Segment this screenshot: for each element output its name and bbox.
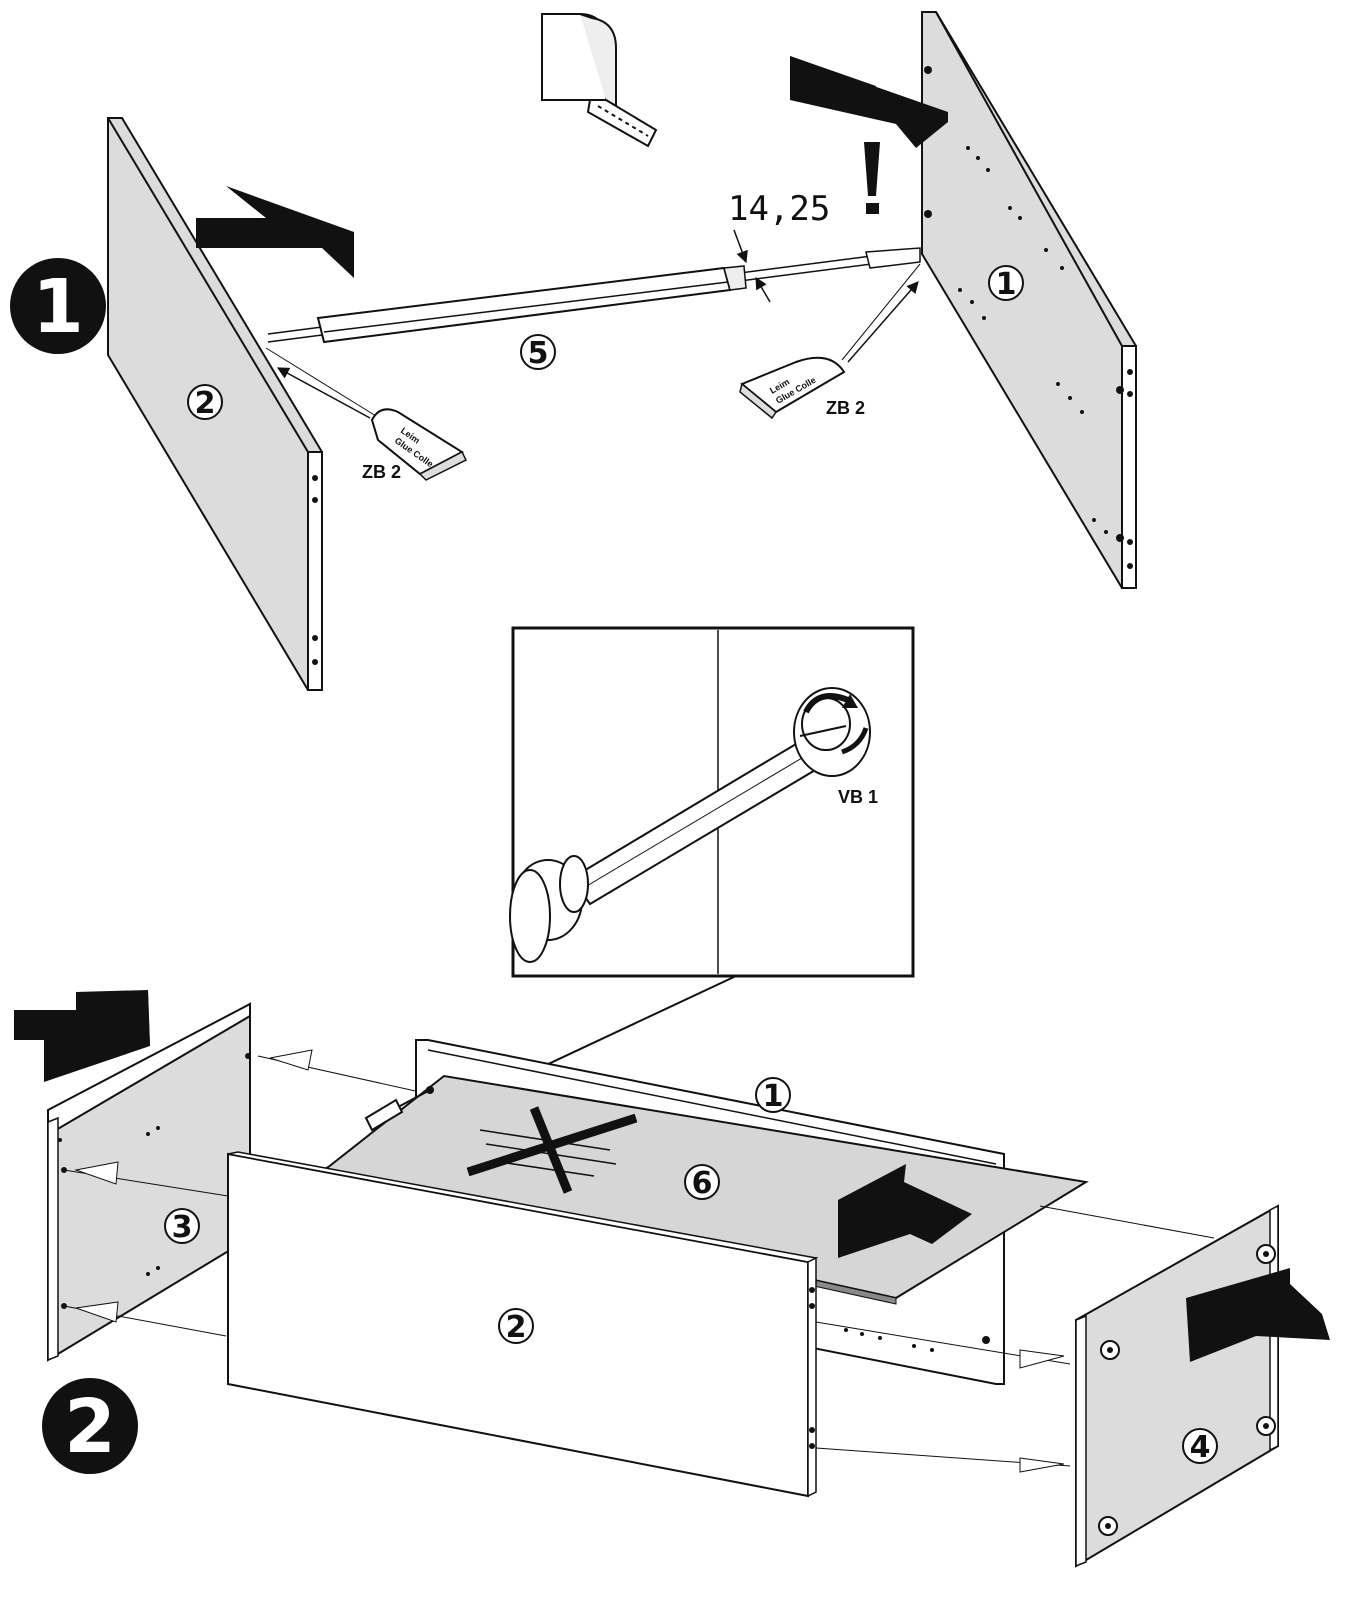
side-panel-right: 1: [921, 11, 1137, 589]
clothes-rail: 5: [267, 229, 921, 371]
screwdriver-icon: [364, 1086, 434, 1132]
glue-tube-icon: Leim Glue Colle: [739, 263, 921, 420]
glue-label-left: ZB 2: [362, 462, 401, 482]
assembly-guide-lines: [63, 1049, 421, 1337]
side-panel-left: 2: [107, 117, 323, 691]
warning-icon: [864, 142, 880, 214]
step-2-marker: 2: [42, 1378, 138, 1474]
step-2-number: 2: [64, 1384, 116, 1470]
glue-tube-icon: Leim Glue Colle: [265, 347, 468, 481]
push-arrow-icon: [196, 186, 354, 278]
part-label-side-right: 1: [996, 267, 1017, 302]
end-panel-right: 4: [1075, 1204, 1279, 1568]
step-1-marker: 1: [10, 258, 106, 354]
push-arrow-icon: [838, 1164, 972, 1258]
part-label-side-left: 2: [195, 386, 216, 421]
front-panel: 2: [227, 1151, 819, 1498]
part-label-end-right: 4: [1190, 1430, 1211, 1465]
end-panel-left: 3: [47, 1002, 251, 1362]
measurement-label: 14,25: [728, 189, 830, 229]
glue-label-right: ZB 2: [826, 398, 865, 418]
cam-lock-icon: [793, 687, 871, 777]
no-cross-icon: [466, 1106, 638, 1194]
push-arrow-icon: [1186, 1268, 1330, 1362]
connector-label: VB 1: [838, 787, 878, 807]
detail-inset: VB 1: [509, 626, 915, 978]
step-1-number: 1: [32, 264, 84, 350]
part-label-back: 1: [763, 1079, 784, 1114]
part-label-rod: 5: [528, 336, 549, 371]
tape-measure-icon: [541, 13, 658, 148]
part-label-end-left: 3: [172, 1210, 193, 1245]
part-label-front: 2: [506, 1310, 527, 1345]
assembly-guide-lines: [815, 1205, 1215, 1473]
part-label-bottom: 6: [692, 1166, 713, 1201]
